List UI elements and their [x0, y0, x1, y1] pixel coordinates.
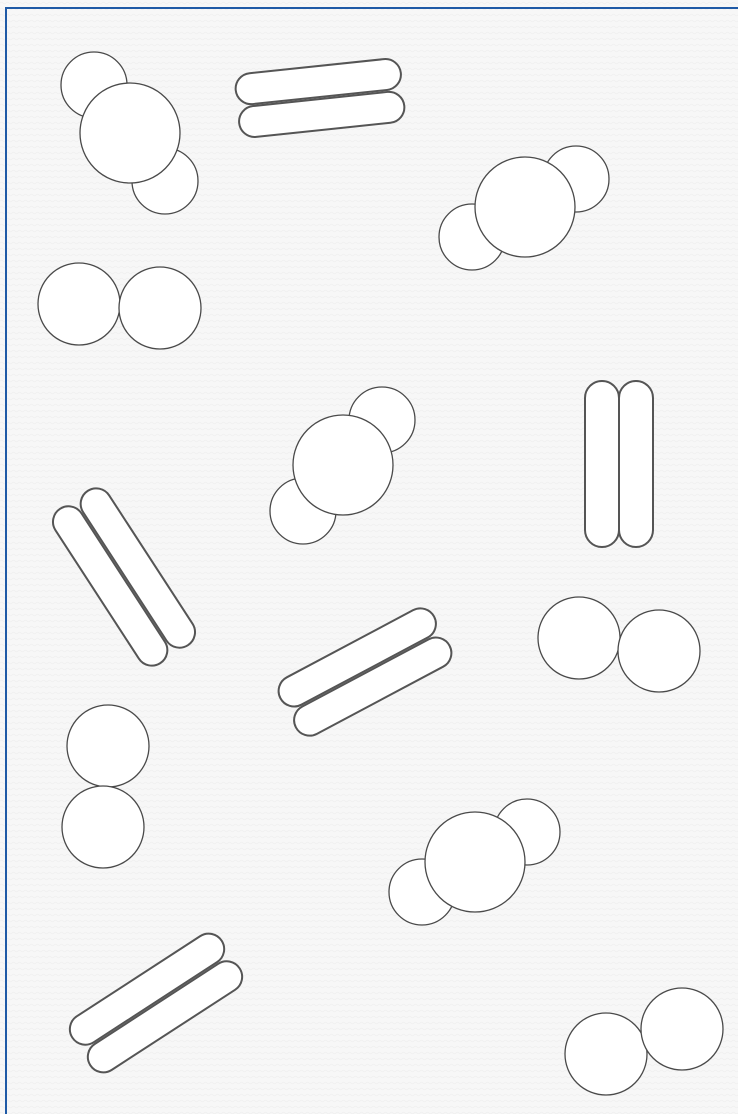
- circle: [641, 988, 723, 1070]
- large-circle: [425, 812, 525, 912]
- large-circle: [80, 83, 180, 183]
- rod: [585, 381, 619, 547]
- circle: [538, 597, 620, 679]
- circle: [565, 1013, 647, 1095]
- circle: [67, 705, 149, 787]
- circle: [62, 786, 144, 868]
- circle: [119, 267, 201, 349]
- large-circle: [475, 157, 575, 257]
- circle: [618, 610, 700, 692]
- rod: [619, 381, 653, 547]
- circle: [38, 263, 120, 345]
- rod-pair: [585, 381, 653, 547]
- large-circle: [293, 415, 393, 515]
